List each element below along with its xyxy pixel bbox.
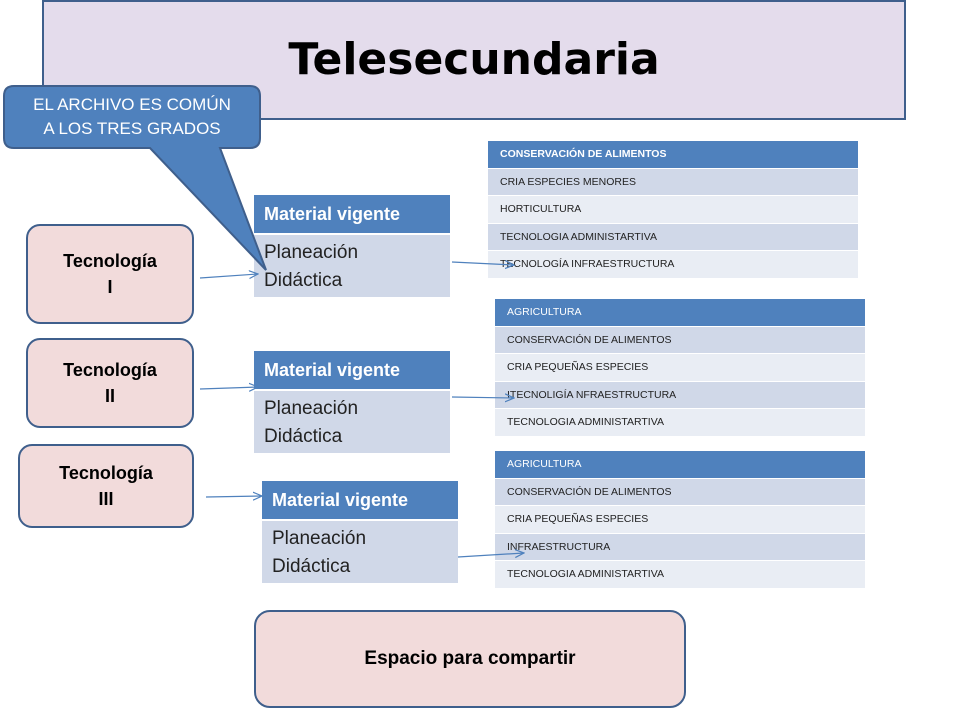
table-row[interactable]: TECNOLOGÍA INFRAESTRUCTURA: [488, 251, 858, 279]
material-line: Didáctica: [264, 426, 343, 447]
grade-label: Tecnología: [59, 463, 153, 483]
grade-label: Tecnología: [63, 251, 157, 271]
arrow-connector: [199, 387, 258, 389]
table-row[interactable]: ITECNOLIGÍA NFRAESTRUCTURA: [495, 381, 865, 409]
course-table-2: AGRICULTURA CONSERVACIÓN DE ALIMENTOS CR…: [495, 299, 865, 437]
material-header: Material vigente: [262, 481, 458, 519]
grade-number: III: [98, 489, 114, 509]
table-row[interactable]: TECNOLOGIA ADMINISTARTIVA: [495, 409, 865, 437]
arrow-connector: [205, 496, 262, 497]
grade-number: II: [104, 386, 115, 406]
page-title: Telesecundaria: [288, 34, 660, 85]
share-label: Espacio para compartir: [364, 648, 576, 669]
material-header: Material vigente: [254, 351, 450, 389]
table-row[interactable]: CRIA PEQUEÑAS ESPECIES: [495, 506, 865, 534]
callout-text: EL ARCHIVO ES COMÚN A LOS TRES GRADOS: [6, 86, 258, 148]
table-row[interactable]: CRIA PEQUEÑAS ESPECIES: [495, 354, 865, 382]
callout-line: A LOS TRES GRADOS: [43, 119, 221, 138]
arrow-connector: [199, 274, 258, 278]
table-row[interactable]: INFRAESTRUCTURA: [495, 533, 865, 561]
material-header: Material vigente: [254, 195, 450, 233]
grade-number: I: [107, 277, 113, 297]
course-table-1: CONSERVACIÓN DE ALIMENTOS CRIA ESPECIES …: [488, 141, 858, 279]
material-line: Didáctica: [272, 556, 351, 577]
table-header: CONSERVACIÓN DE ALIMENTOS: [488, 141, 858, 169]
material-line: Planeación: [264, 398, 359, 419]
table-row[interactable]: HORTICULTURA: [488, 196, 858, 224]
material-line: Planeación: [272, 528, 367, 549]
table-row[interactable]: TECNOLOGIA ADMINISTARTIVA: [495, 561, 865, 589]
grade-label: Tecnología: [63, 360, 157, 380]
material-line: Didáctica: [264, 270, 343, 291]
table-row[interactable]: CRIA ESPECIES MENORES: [488, 168, 858, 196]
table-row[interactable]: CONSERVACIÓN DE ALIMENTOS: [495, 478, 865, 506]
table-header: AGRICULTURA: [495, 299, 865, 327]
course-table-3: AGRICULTURA CONSERVACIÓN DE ALIMENTOS CR…: [495, 451, 865, 589]
share-space-box[interactable]: Espacio para compartir: [254, 610, 686, 708]
table-row[interactable]: CONSERVACIÓN DE ALIMENTOS: [495, 326, 865, 354]
callout-line: EL ARCHIVO ES COMÚN: [33, 95, 231, 114]
table-header: AGRICULTURA: [495, 451, 865, 479]
table-row[interactable]: TECNOLOGIA ADMINISTARTIVA: [488, 223, 858, 251]
material-line: Planeación: [264, 242, 359, 263]
